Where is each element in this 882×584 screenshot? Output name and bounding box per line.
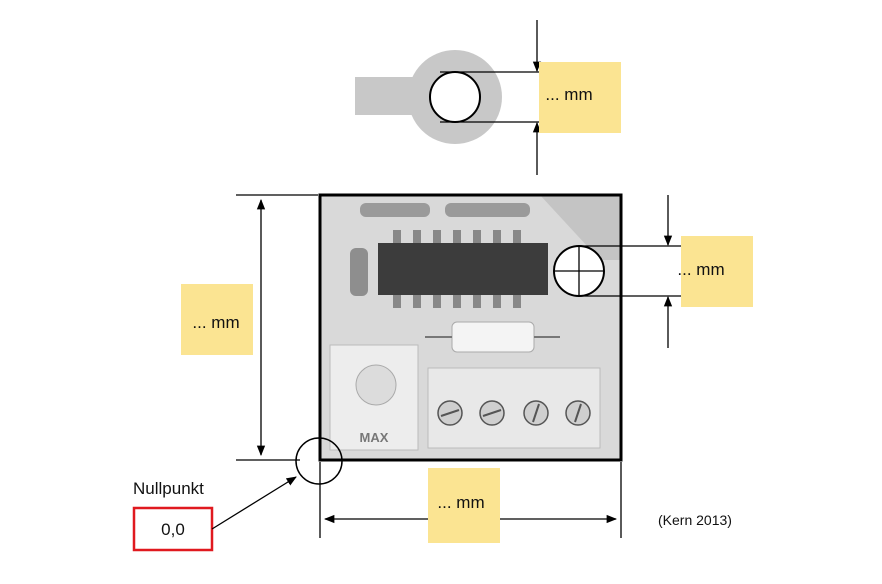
origin-value-box (132, 506, 214, 552)
pcb-streak (540, 195, 621, 260)
origin-value: 0,0 (161, 520, 185, 539)
dim-left (236, 194, 318, 461)
origin-pointer-arrow (211, 476, 297, 530)
dim-top-label: ... mm (545, 85, 592, 104)
dim-bottom-label: ... mm (437, 493, 484, 512)
origin-circle (295, 437, 343, 485)
dim-bottom-label-box (428, 468, 500, 543)
dim-right-label: ... mm (677, 260, 724, 279)
mounting-hole (553, 245, 605, 297)
resistor-vertical (350, 248, 368, 296)
dim-right-label-box (681, 236, 753, 307)
dim-top-label-box (539, 62, 621, 133)
ring-terminal-hole (429, 71, 481, 123)
pcb-photo: MAX (320, 195, 621, 460)
pot-marking: MAX (360, 430, 389, 445)
resistor-top-right (445, 203, 530, 217)
resistor-top-left (360, 203, 430, 217)
pcb-outline (318, 193, 623, 462)
source-citation: (Kern 2013) (658, 512, 732, 528)
ring-terminal (355, 50, 502, 144)
ic-chip (378, 243, 548, 295)
dim-left-label: ... mm (192, 313, 239, 332)
capacitor (451, 321, 535, 353)
origin-title: Nullpunkt (133, 479, 204, 498)
dim-left-label-box (181, 284, 253, 355)
